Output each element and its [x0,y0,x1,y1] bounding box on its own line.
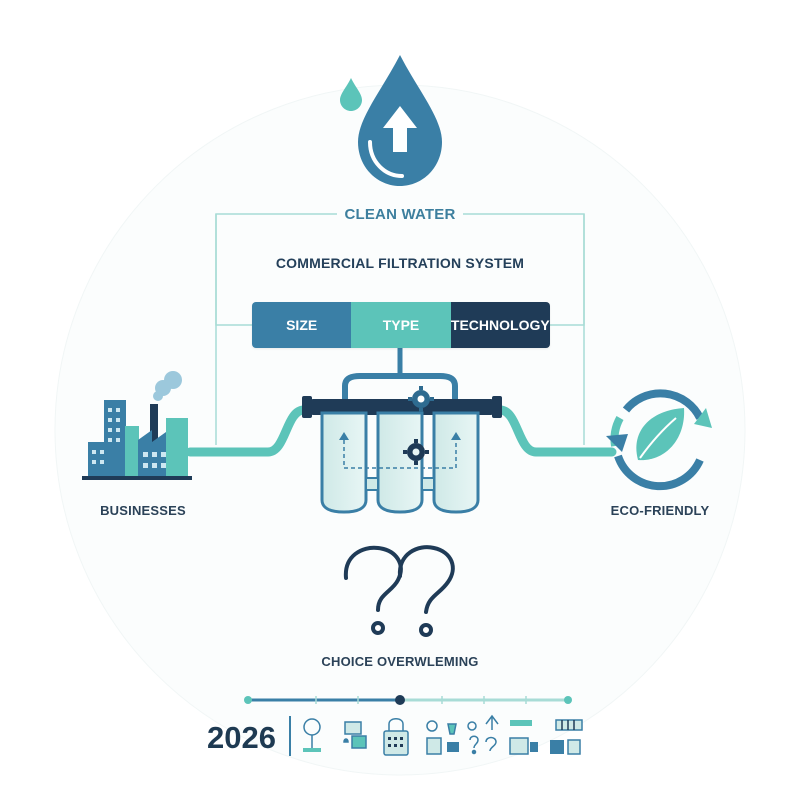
water-filter-icon [302,348,502,514]
label-choice-overwhelming: CHOICE OVERWLEMING [321,654,479,669]
factory-icon [82,371,192,480]
page-subtitle: COMMERCIAL FILTRATION SYSTEM [275,255,525,271]
gear-icon [403,439,429,465]
timeline-year: 2026 [207,720,276,755]
timeline [244,695,572,756]
label-eco-friendly: ECO-FRIENDLY [610,503,710,518]
connector-lines [215,213,585,445]
segment-type: TYPE [351,302,451,348]
water-drop-up-icon [358,55,442,186]
recycle-leaf-icon [606,389,712,491]
label-businesses: BUSINESSES [100,503,186,518]
small-water-drop-icon [340,78,362,111]
timeline-icons [303,714,583,756]
segment-size: SIZE [252,302,352,348]
segment-bar: SIZE TYPE TECHNOLOGY [252,302,550,348]
page-title: CLEAN WATER [344,206,456,223]
segment-technology: TECHNOLOGY [450,302,550,348]
question-marks-icon [343,545,455,637]
gear-icon [408,386,434,412]
